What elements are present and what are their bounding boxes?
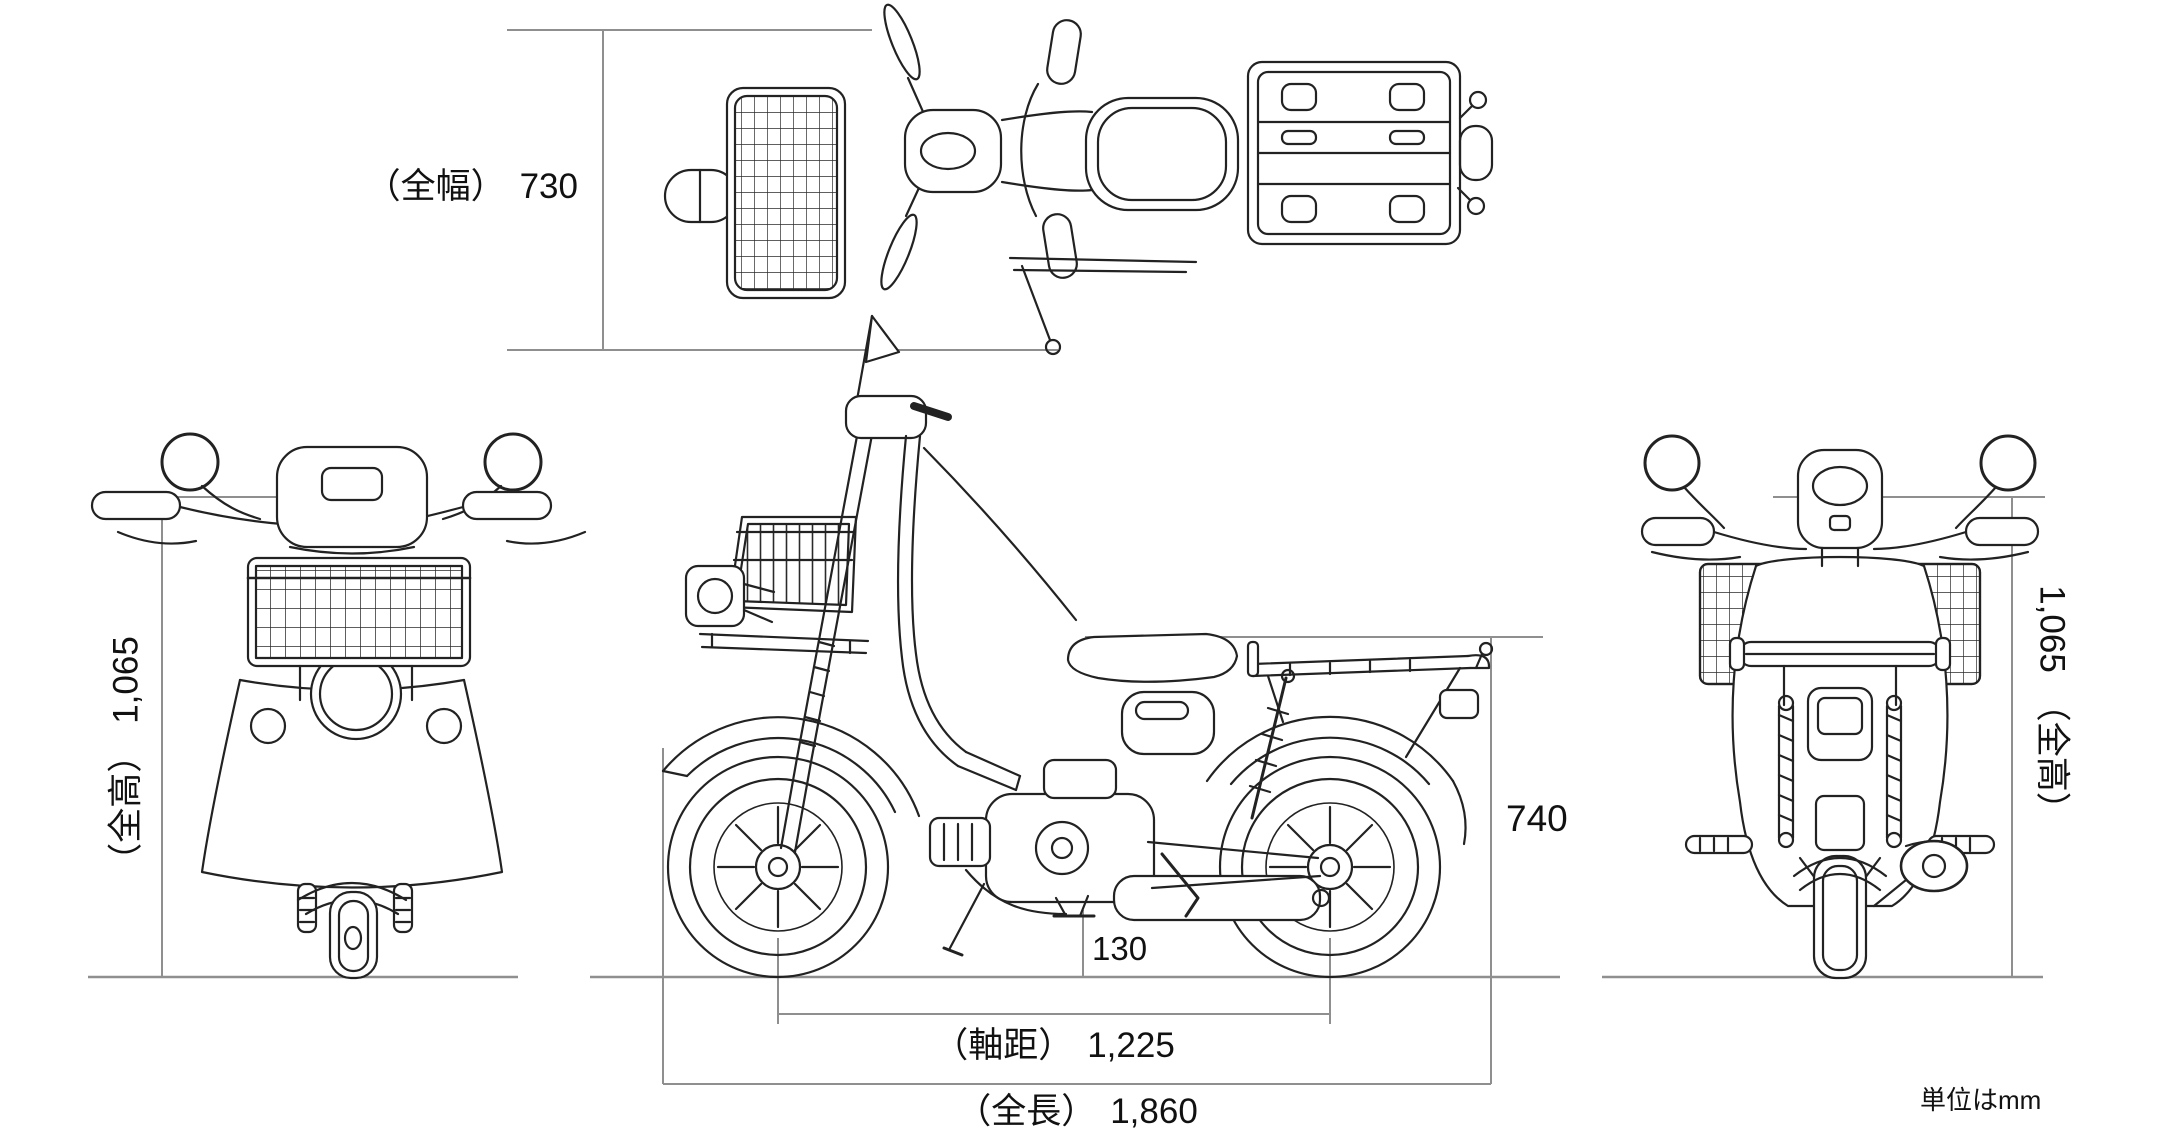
dimension-overall-length: （全長） 1,860 bbox=[663, 1092, 1491, 1131]
seat-height-value: 740 bbox=[1506, 798, 1568, 839]
dimension-wheelbase: （軸距） 1,225 bbox=[778, 1026, 1330, 1065]
overall-height-rear-value: 1,065 bbox=[2032, 585, 2072, 673]
overall-length-value: 1,860 bbox=[1110, 1092, 1198, 1131]
front-view-drawing bbox=[90, 432, 587, 980]
side-view-drawing bbox=[661, 314, 1494, 979]
dimension-overall-width: （全幅） 730 bbox=[280, 167, 578, 206]
wheelbase-value: 1,225 bbox=[1087, 1026, 1175, 1065]
overall-width-value: 730 bbox=[519, 167, 578, 206]
unit-note-text: 単位はmm bbox=[1920, 1085, 2042, 1115]
overall-length-label: （全長） bbox=[956, 1092, 1097, 1131]
overall-height-front-label: （全高） bbox=[106, 737, 146, 878]
dimension-overall-height-rear: 1,065 （全高） bbox=[2032, 585, 2072, 827]
dimension-seat-height: 740 bbox=[1506, 798, 1568, 839]
dimension-overall-height-front: （全高） 1,065 bbox=[106, 636, 145, 878]
overall-height-front-value: 1,065 bbox=[106, 636, 146, 724]
dimension-ground-clearance: 130 bbox=[1092, 930, 1148, 968]
unit-note: 単位はmm bbox=[1920, 1085, 2042, 1115]
overall-height-rear-label: （全高） bbox=[2032, 686, 2072, 827]
wheelbase-label: （軸距） bbox=[933, 1026, 1074, 1065]
overall-width-label: （全幅） bbox=[365, 167, 506, 206]
ground-clearance-value: 130 bbox=[1092, 930, 1148, 967]
top-view-drawing bbox=[663, 3, 1494, 356]
rear-view-drawing bbox=[1640, 434, 2040, 980]
